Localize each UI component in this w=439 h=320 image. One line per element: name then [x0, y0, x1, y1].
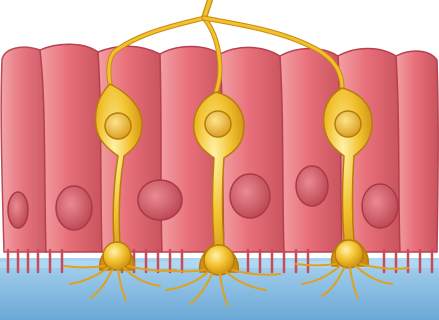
olfactory-epithelium-illustration — [0, 0, 439, 320]
